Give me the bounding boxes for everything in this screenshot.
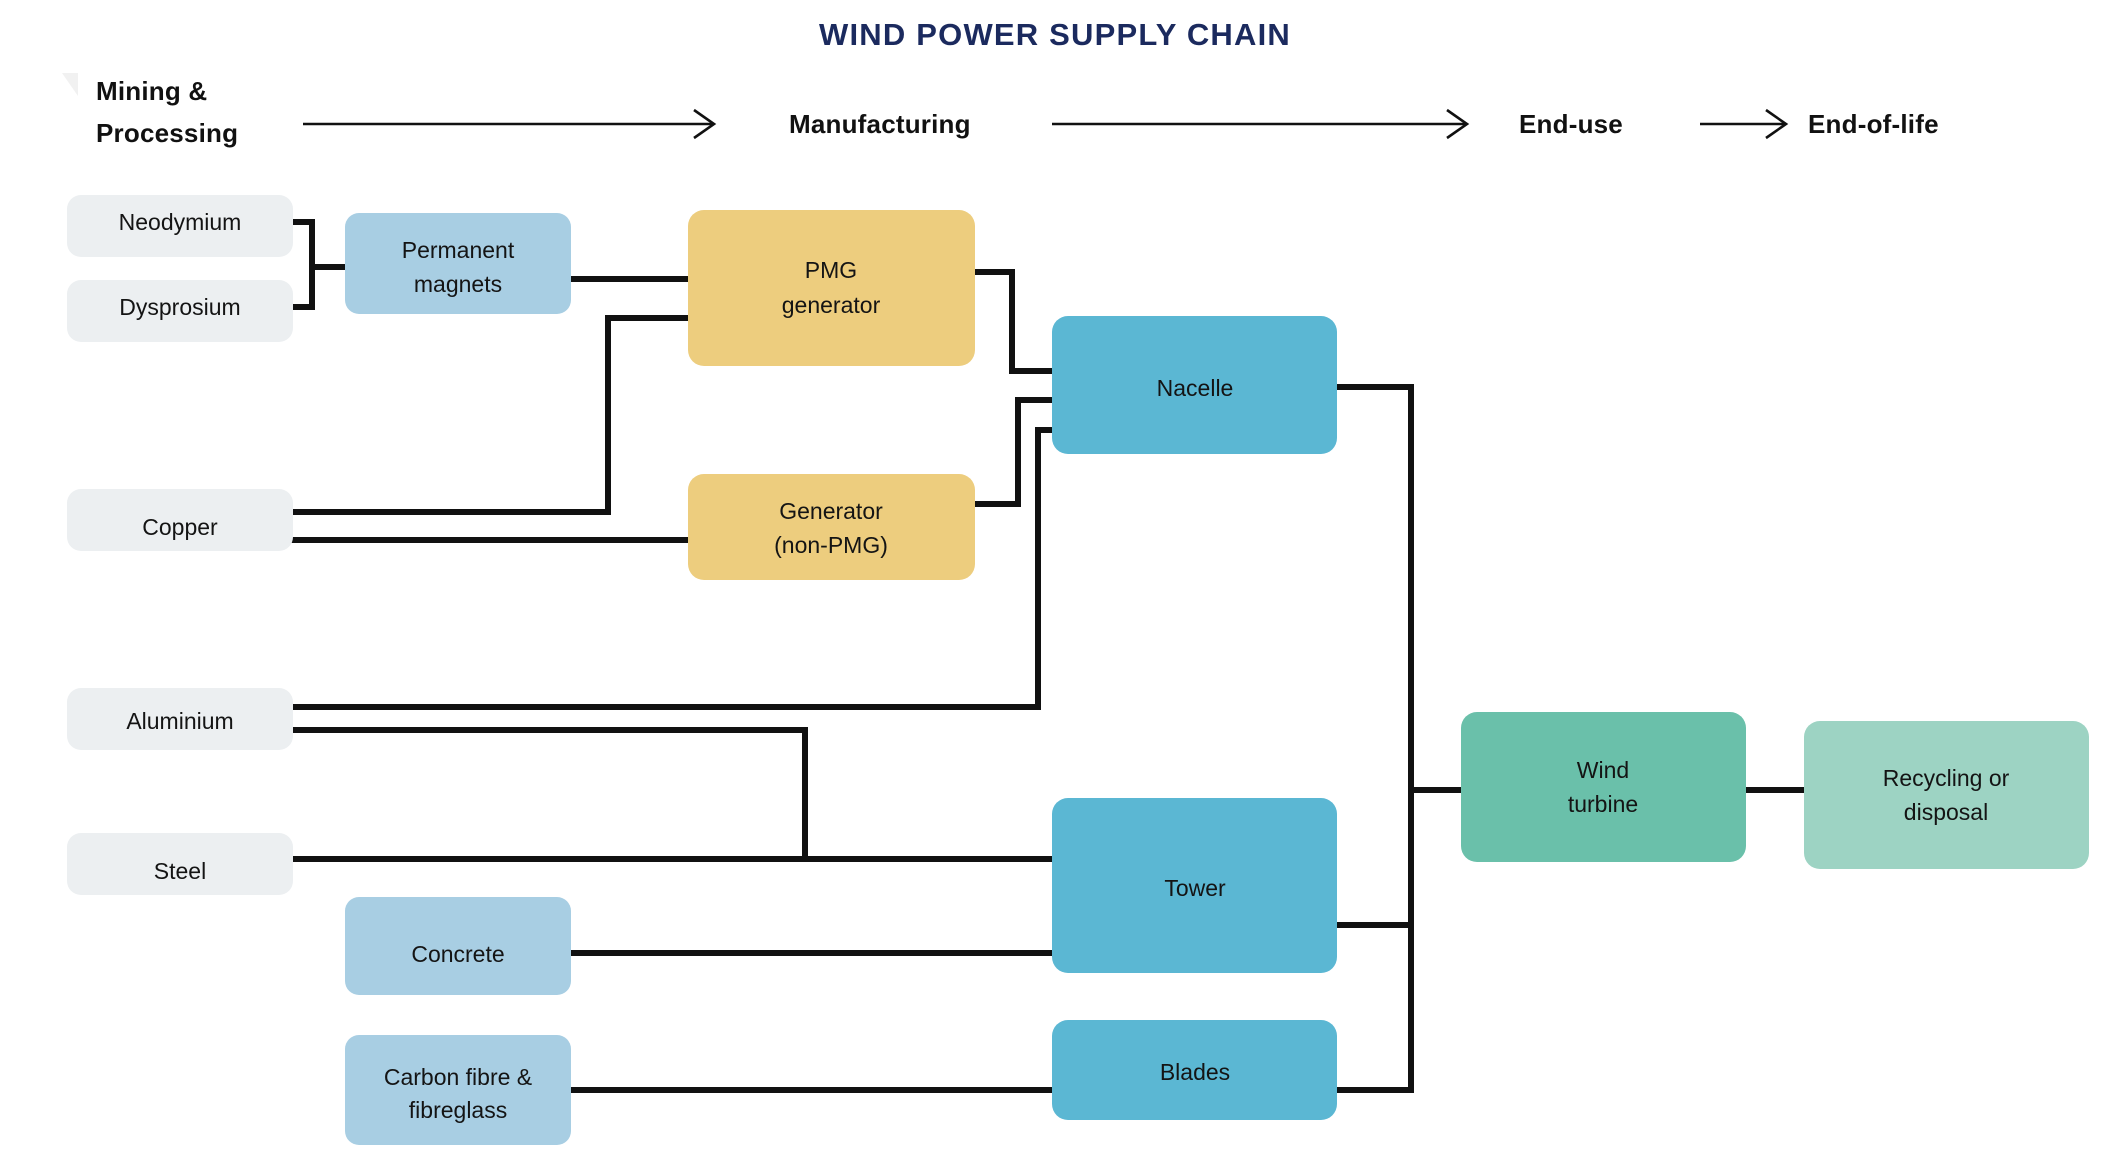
link-aluminium-tower [291, 727, 1052, 862]
node-tower[interactable]: Tower [1052, 798, 1337, 973]
node-aluminium[interactable]: Aluminium [67, 688, 293, 750]
stage-label-end-use: End-use [1519, 109, 1623, 139]
node-nacelle-label: Nacelle [1157, 375, 1234, 401]
node-copper-label: Copper [142, 514, 218, 540]
stage-arrow-1 [303, 108, 717, 140]
node-wind-turbine[interactable]: Wind turbine [1461, 712, 1746, 862]
stage-label-manufacturing: Manufacturing [789, 109, 971, 139]
node-blades-label: Blades [1160, 1059, 1230, 1085]
node-dysprosium-label: Dysprosium [119, 294, 240, 320]
link-pmg-generator-nacelle [975, 269, 1052, 374]
node-recycling-or-disposal[interactable]: Recycling or disposal [1804, 721, 2089, 869]
node-steel[interactable]: Steel [67, 833, 293, 895]
node-concrete[interactable]: Concrete [345, 897, 571, 995]
node-pmg-generator[interactable]: PMG generator [688, 210, 975, 366]
flow-links [291, 219, 1804, 1093]
node-generator-non-pmg-label-line1: Generator [779, 498, 883, 524]
stage-label-mining-line2: Processing [96, 118, 238, 148]
node-tower-label: Tower [1164, 875, 1226, 901]
stage-label-end-of-life: End-of-life [1808, 109, 1939, 139]
node-pmg-generator-label-line2: generator [782, 292, 881, 318]
node-steel-label: Steel [154, 858, 206, 884]
node-nacelle[interactable]: Nacelle [1052, 316, 1337, 454]
node-copper[interactable]: Copper [67, 489, 293, 551]
stage-arrow-2 [1052, 108, 1470, 140]
page-title: WIND POWER SUPPLY CHAIN [819, 17, 1291, 52]
node-blades[interactable]: Blades [1052, 1020, 1337, 1120]
link-dysprosium-permanent-magnets [291, 267, 315, 310]
link-neodymium-permanent-magnets [291, 219, 345, 270]
stage-arrow-3 [1700, 108, 1789, 140]
node-generator-non-pmg[interactable]: Generator (non-PMG) [688, 474, 975, 580]
node-wind-turbine-label-line2: turbine [1568, 791, 1638, 817]
link-assembly-bus [1337, 384, 1414, 1093]
node-permanent-magnets-label-line1: Permanent [402, 237, 515, 263]
node-aluminium-label: Aluminium [126, 708, 233, 734]
link-generator-non-pmg-nacelle [975, 397, 1052, 507]
node-permanent-magnets-label-line2: magnets [414, 271, 502, 297]
node-concrete-label: Concrete [411, 941, 504, 967]
link-aluminium-nacelle [291, 427, 1052, 710]
node-neodymium[interactable]: Neodymium [67, 195, 293, 257]
node-dysprosium[interactable]: Dysprosium [67, 280, 293, 342]
node-neodymium-label: Neodymium [119, 209, 242, 235]
node-generator-non-pmg-label-line2: (non-PMG) [774, 532, 888, 558]
link-copper-pmg-generator [291, 315, 688, 515]
node-carbon-fibre-label-line1: Carbon fibre & [384, 1064, 532, 1090]
node-recycling-label-line1: Recycling or [1883, 765, 2010, 791]
node-recycling-label-line2: disposal [1904, 799, 1988, 825]
node-carbon-fibre-label-line2: fibreglass [409, 1097, 507, 1123]
node-wind-turbine-label-line1: Wind [1577, 757, 1629, 783]
node-pmg-generator-label-line1: PMG [805, 257, 857, 283]
corner-artifact [62, 73, 78, 96]
stage-label-mining-line1: Mining & [96, 76, 207, 106]
node-permanent-magnets[interactable]: Permanent magnets [345, 213, 571, 314]
node-carbon-fibre[interactable]: Carbon fibre & fibreglass [345, 1035, 571, 1145]
